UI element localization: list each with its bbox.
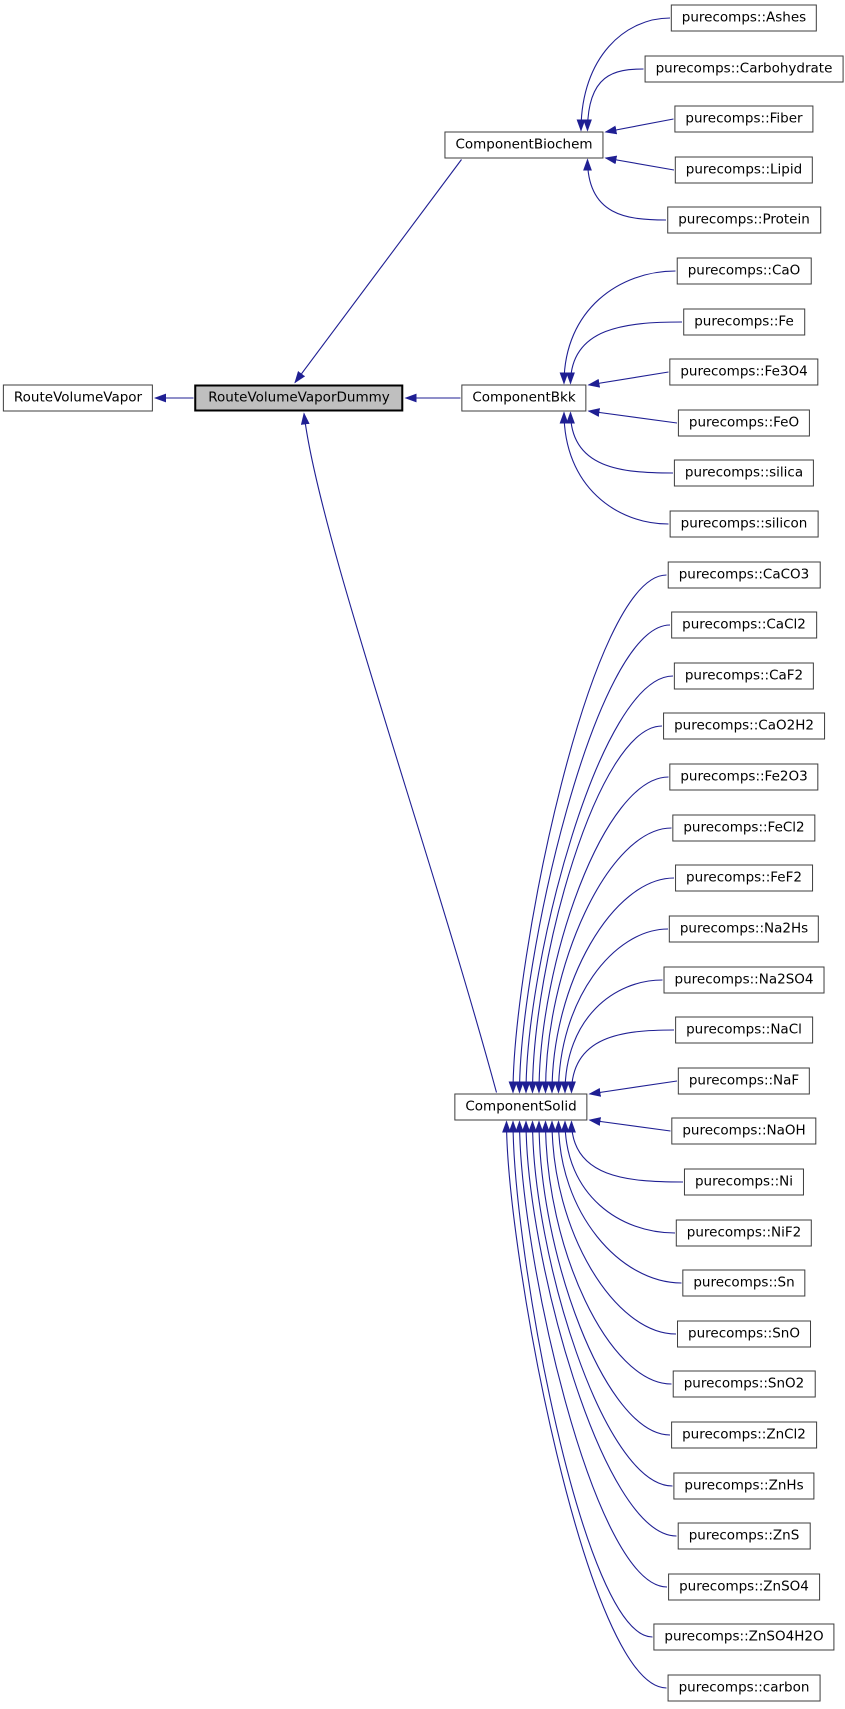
node-routevolumevapordummy[interactable]: RouteVolumeVaporDummy	[194, 384, 404, 412]
node-purecomps-znso4h2o[interactable]: purecomps::ZnSO4H2O	[653, 1623, 835, 1651]
node-purecomps-carbon[interactable]: purecomps::carbon	[667, 1674, 821, 1702]
node-routevolumevapor[interactable]: RouteVolumeVapor	[2, 384, 154, 412]
inheritance-edge	[583, 68, 644, 132]
inheritance-edge	[508, 574, 667, 1094]
node-purecomps-nacl[interactable]: purecomps::NaCl	[675, 1016, 813, 1044]
inheritance-edge	[566, 411, 674, 474]
inheritance-edge	[587, 371, 669, 388]
node-purecomps-silicon[interactable]: purecomps::silicon	[669, 510, 819, 538]
inheritance-edge	[588, 1117, 671, 1132]
node-purecomps-na2hs[interactable]: purecomps::Na2Hs	[668, 915, 820, 943]
node-purecomps-nif2[interactable]: purecomps::NiF2	[675, 1219, 813, 1247]
inheritance-edge	[547, 877, 675, 1094]
node-purecomps-sn[interactable]: purecomps::Sn	[682, 1269, 806, 1297]
node-purecomps-fe[interactable]: purecomps::Fe	[683, 308, 805, 336]
inheritance-edge	[521, 1120, 677, 1537]
node-componentbkk[interactable]: ComponentBkk	[461, 384, 587, 412]
node-purecomps-na2so4[interactable]: purecomps::Na2SO4	[663, 966, 825, 994]
node-purecomps-ashes[interactable]: purecomps::Ashes	[670, 4, 818, 32]
node-purecomps-feo[interactable]: purecomps::FeO	[677, 409, 811, 437]
inheritance-edge	[528, 725, 663, 1094]
node-purecomps-cao[interactable]: purecomps::CaO	[676, 257, 812, 285]
node-purecomps-silica[interactable]: purecomps::silica	[673, 459, 815, 487]
node-purecomps-carbohydrate[interactable]: purecomps::Carbohydrate	[644, 55, 844, 83]
node-purecomps-zns[interactable]: purecomps::ZnS	[677, 1522, 811, 1550]
inheritance-edge	[547, 1120, 677, 1335]
inheritance-edge	[515, 1120, 668, 1588]
inheritance-edge	[576, 17, 671, 132]
inheritance-edge	[541, 827, 672, 1094]
inheritance-edge	[560, 1120, 676, 1234]
inheritance-edge	[567, 1120, 684, 1183]
inheritance-edge	[528, 1120, 673, 1487]
inheritance-edge	[534, 1120, 671, 1436]
inheritance-edge	[567, 1029, 675, 1094]
inheritance-edge	[300, 412, 498, 1093]
node-purecomps-cao2h2[interactable]: purecomps::CaO2H2	[663, 712, 825, 740]
node-purecomps-fecl2[interactable]: purecomps::FeCl2	[672, 814, 816, 842]
node-purecomps-sno2[interactable]: purecomps::SnO2	[672, 1370, 816, 1398]
inheritance-edge	[294, 159, 462, 384]
inheritance-edge	[587, 408, 678, 424]
inheritance-edge	[559, 270, 676, 385]
node-componentsolid[interactable]: ComponentSolid	[454, 1093, 588, 1121]
node-purecomps-cacl2[interactable]: purecomps::CaCl2	[671, 611, 817, 639]
inheritance-edge	[554, 1120, 682, 1284]
node-purecomps-naoh[interactable]: purecomps::NaOH	[671, 1117, 817, 1145]
inheritance-edge	[508, 1120, 653, 1638]
inheritance-edge	[541, 1120, 672, 1385]
node-purecomps-zncl2[interactable]: purecomps::ZnCl2	[671, 1421, 817, 1449]
node-purecomps-protein[interactable]: purecomps::Protein	[667, 206, 821, 234]
inheritance-edge	[521, 675, 674, 1094]
inheritance-edge	[604, 155, 675, 171]
node-purecomps-fef2[interactable]: purecomps::FeF2	[675, 864, 813, 892]
inheritance-edge	[554, 928, 669, 1094]
node-purecomps-lipid[interactable]: purecomps::Lipid	[674, 156, 814, 184]
inheritance-edge	[559, 411, 669, 525]
node-purecomps-caf2[interactable]: purecomps::CaF2	[673, 662, 815, 690]
node-purecomps-fe2o3[interactable]: purecomps::Fe2O3	[669, 763, 819, 791]
node-purecomps-fiber[interactable]: purecomps::Fiber	[674, 105, 814, 133]
inheritance-edge	[566, 321, 683, 385]
node-purecomps-sno[interactable]: purecomps::SnO	[677, 1320, 811, 1348]
inheritance-edge	[583, 158, 667, 221]
node-purecomps-znso4[interactable]: purecomps::ZnSO4	[668, 1573, 820, 1601]
node-componentbiochem[interactable]: ComponentBiochem	[444, 131, 604, 159]
inheritance-edge	[515, 624, 671, 1094]
node-purecomps-fe3o4[interactable]: purecomps::Fe3O4	[669, 358, 819, 386]
inheritance-edge	[588, 1080, 678, 1097]
node-purecomps-znhs[interactable]: purecomps::ZnHs	[673, 1472, 815, 1500]
inheritance-edge	[560, 979, 663, 1094]
inheritance-edge	[604, 118, 674, 135]
inheritance-edge	[534, 776, 669, 1094]
inheritance-edge	[502, 1120, 667, 1689]
node-purecomps-caco3[interactable]: purecomps::CaCO3	[667, 561, 821, 589]
node-purecomps-ni[interactable]: purecomps::Ni	[683, 1168, 805, 1196]
node-purecomps-naf[interactable]: purecomps::NaF	[677, 1067, 811, 1095]
